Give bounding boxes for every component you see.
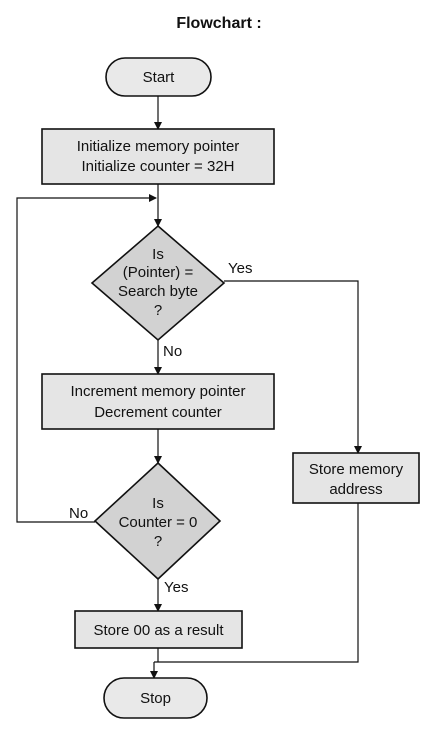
store-result-shape (74, 610, 243, 649)
store-address-label-line2: address (329, 481, 382, 498)
decision1-label-line4: ? (154, 302, 162, 319)
increment-label-line1: Increment memory pointer (70, 383, 245, 400)
start-terminal: Start (105, 57, 212, 97)
stop-terminal: Stop (103, 677, 208, 719)
store-address-process-box: Store memory address (292, 452, 420, 504)
edge-decision1-yes (224, 280, 362, 454)
decision2-label-line3: ? (154, 533, 162, 550)
flowchart-title: Flowchart : (176, 15, 261, 32)
increment-shape (41, 373, 275, 430)
decision2-shape (93, 461, 222, 581)
init-label-line2: Initialize counter = 32H (81, 158, 234, 175)
stop-label: Stop (140, 690, 171, 707)
init-shape (41, 128, 275, 185)
store-address-label-line1: Store memory (309, 461, 404, 478)
decision1-shape (90, 224, 226, 342)
decision2-label-line2: Counter = 0 (119, 514, 198, 531)
decision1-label-line1: Is (152, 246, 164, 263)
connectors (16, 96, 362, 679)
store-result-label: Store 00 as a result (93, 622, 224, 639)
edge-decision2-no-loop (16, 194, 157, 523)
stop-shape (103, 677, 208, 719)
decision2-no-label: No (69, 505, 88, 522)
edge-store-address-to-merge (154, 503, 359, 663)
store-address-shape (292, 452, 420, 504)
init-process-box: Initialize memory pointer Initialize cou… (41, 128, 275, 185)
decision-counter-zero: Is Counter = 0 ? (93, 461, 222, 581)
decision1-yes-label: Yes (228, 260, 252, 277)
decision1-label-line3: Search byte (118, 283, 198, 300)
decision2-yes-label: Yes (164, 579, 188, 596)
decision1-label-line2: (Pointer) = (123, 264, 194, 281)
init-label-line1: Initialize memory pointer (77, 138, 240, 155)
increment-process-box: Increment memory pointer Decrement count… (41, 373, 275, 430)
increment-label-line2: Decrement counter (94, 404, 222, 421)
decision-pointer-search-byte: Is (Pointer) = Search byte ? (90, 224, 226, 342)
start-label: Start (143, 69, 176, 86)
decision2-label-line1: Is (152, 495, 164, 512)
start-shape (105, 57, 212, 97)
store-result-process-box: Store 00 as a result (74, 610, 243, 649)
decision1-no-label: No (163, 343, 182, 360)
